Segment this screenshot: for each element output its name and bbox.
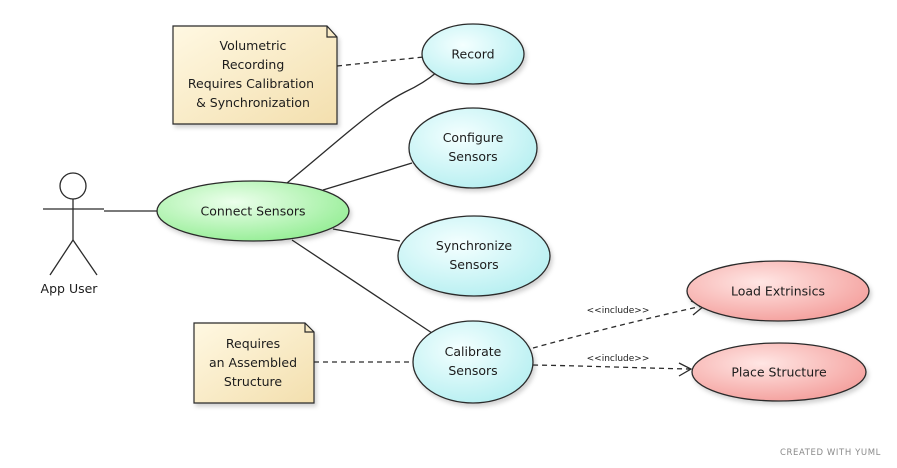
edges xyxy=(104,56,706,377)
actor-label: App User xyxy=(41,281,99,296)
include-label: <<include>> xyxy=(587,306,650,316)
use-case-calibrate-sensors[interactable]: Calibrate Sensors xyxy=(412,320,534,404)
note-line: Volumetric xyxy=(220,38,287,53)
note-assembled-structure[interactable]: Requires an Assembled Structure xyxy=(193,322,315,404)
use-case-label: Sensors xyxy=(448,149,497,164)
note-line: Recording xyxy=(222,57,285,72)
connect-to-record-edge xyxy=(286,71,438,184)
connect-to-calibrate-edge xyxy=(291,239,433,334)
watermark: CREATED WITH YUML xyxy=(780,448,881,458)
use-case-connect-sensors[interactable]: Connect Sensors xyxy=(156,180,350,242)
stick-figure-icon xyxy=(43,172,104,276)
calibrate-to-load-extrinsics-edge xyxy=(532,305,703,349)
note-line: & Synchronization xyxy=(196,95,310,110)
note-line: Structure xyxy=(224,374,282,389)
actor-app-user[interactable]: App User xyxy=(41,172,104,296)
note-volumetric-recording[interactable]: Volumetric Recording Requires Calibratio… xyxy=(172,25,338,125)
note-line: Requires Calibration xyxy=(188,76,314,91)
connect-to-synchronize-edge xyxy=(332,228,401,242)
use-case-label: Place Structure xyxy=(731,365,827,380)
use-case-label: Load Extrinsics xyxy=(731,284,825,299)
use-case-configure-sensors[interactable]: Configure Sensors xyxy=(408,107,538,189)
note-line: an Assembled xyxy=(209,355,297,370)
note-corner-fold-icon xyxy=(326,26,337,38)
use-case-label: Calibrate xyxy=(445,344,502,359)
use-case-label: Configure xyxy=(443,130,504,145)
connect-to-configure-edge xyxy=(322,162,413,191)
use-case-label: Synchronize xyxy=(436,238,513,253)
note-corner-fold-icon xyxy=(304,323,314,333)
include-label: <<include>> xyxy=(587,354,650,364)
use-case-record[interactable]: Record xyxy=(421,23,525,85)
use-case-synchronize-sensors[interactable]: Synchronize Sensors xyxy=(397,215,551,297)
use-case-load-extrinsics[interactable]: Load Extrinsics xyxy=(686,260,870,322)
use-case-label: Connect Sensors xyxy=(200,204,305,219)
note-line: Requires xyxy=(226,336,280,351)
use-case-label: Sensors xyxy=(449,257,498,272)
use-case-label: Record xyxy=(451,47,494,62)
use-case-label: Sensors xyxy=(448,363,497,378)
calibrate-to-place-structure-edge xyxy=(532,364,691,370)
note-volumetric-to-record-edge xyxy=(336,56,425,67)
include-arrowhead-icon xyxy=(678,362,693,377)
use-case-place-structure[interactable]: Place Structure xyxy=(691,342,867,402)
